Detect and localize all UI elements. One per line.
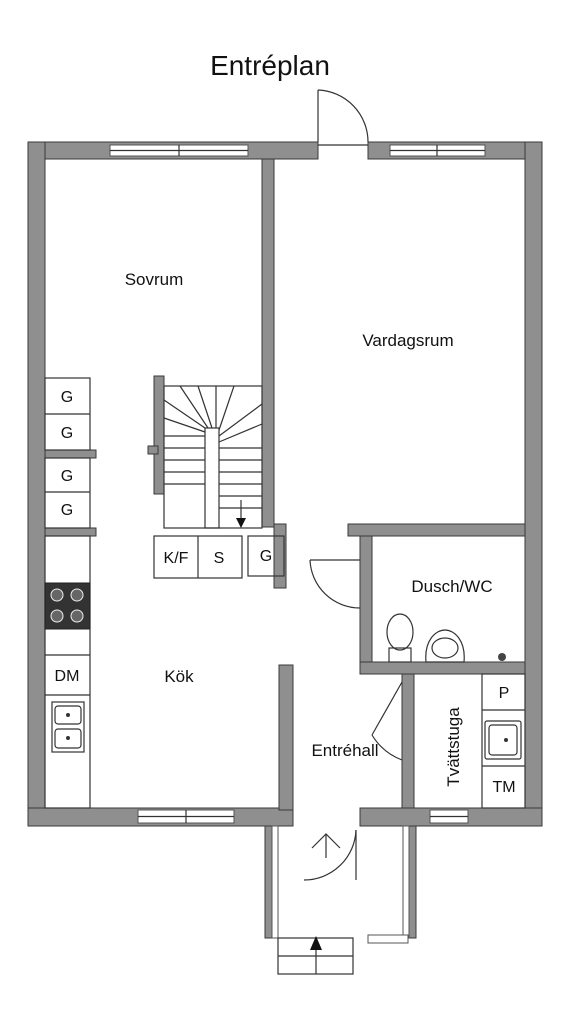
room-label-dusch-wc: Dusch/WC: [411, 577, 492, 596]
bathroom-fixtures: [386, 613, 506, 663]
wardrobe-label-g3: G: [61, 468, 73, 485]
interior-walls: [44, 158, 526, 811]
laundry-sink-icon: [484, 720, 522, 760]
floor-drain-icon: [498, 653, 506, 661]
plan-title: Entréplan: [210, 50, 330, 81]
wardrobe-label-g2: G: [61, 425, 73, 442]
wardrobes: [44, 377, 285, 579]
doors: [303, 89, 403, 881]
stove-icon: [44, 582, 91, 630]
entrance-porch: [264, 825, 417, 975]
staircase: [163, 385, 263, 529]
kitchen-counter: [44, 535, 91, 809]
room-label-kok: Kök: [164, 667, 194, 686]
laundry-label-p: P: [499, 685, 510, 702]
wardrobe-label-g5: G: [260, 548, 272, 565]
wardrobe-label-g1: G: [61, 389, 73, 406]
toilet-icon: [388, 647, 412, 663]
cabinet-label-s: S: [214, 550, 225, 567]
room-label-vardagsrum: Vardagsrum: [362, 331, 453, 350]
room-label-tvattstuga: Tvättstuga: [444, 707, 463, 787]
windows: [109, 144, 486, 824]
wardrobe-label-g4: G: [61, 502, 73, 519]
laundry-label-tm: TM: [492, 779, 515, 796]
kitchen-sink-icon: [51, 701, 85, 753]
stair-direction-arrow-icon: [236, 518, 246, 528]
laundry-fixtures: [481, 673, 526, 809]
entrance-arrow-icon: [310, 936, 322, 950]
room-label-entrehall: Entréhall: [311, 741, 378, 760]
dishwasher-label: DM: [55, 668, 80, 685]
washbasin-icon: [425, 629, 465, 663]
cabinet-label-kf: K/F: [164, 550, 189, 567]
room-label-sovrum: Sovrum: [125, 270, 184, 289]
